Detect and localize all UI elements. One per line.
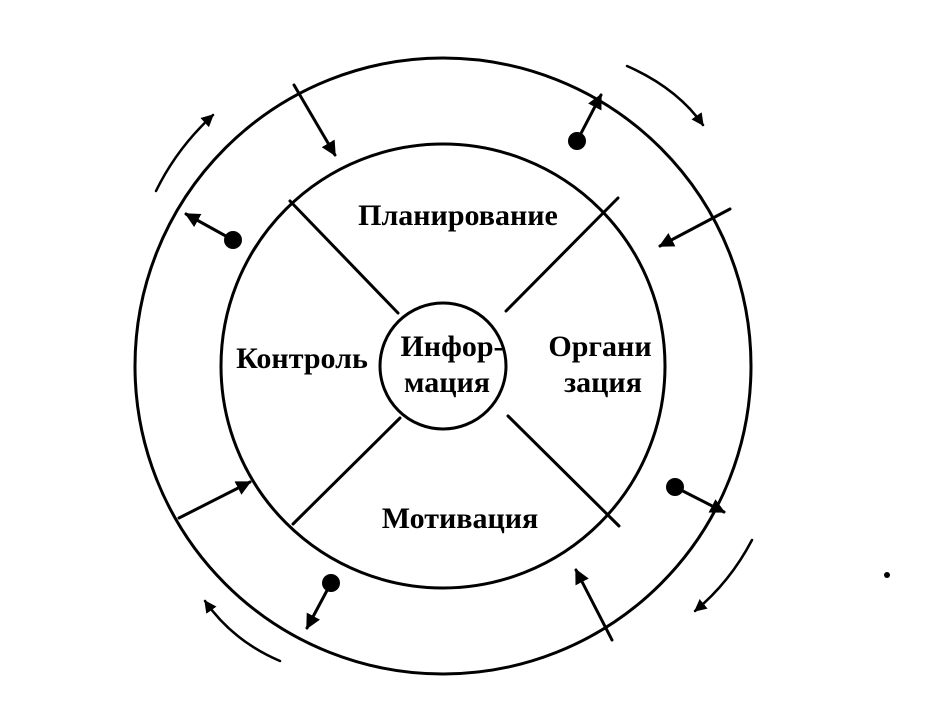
spoke-right	[658, 207, 732, 248]
spoke-bottom	[574, 568, 614, 642]
divider-top-left	[288, 199, 400, 315]
label-control: Контроль	[236, 342, 368, 375]
outer-ring	[133, 56, 753, 676]
label-information-line1: Инфор-	[400, 330, 503, 363]
rotation-arc-bottom-left	[203, 599, 282, 663]
rotation-arc-bottom-right	[693, 538, 754, 613]
stray-dot	[884, 572, 890, 578]
label-motivation: Мотивация	[382, 502, 539, 535]
divider-bottom-left	[291, 416, 402, 526]
inner-ring	[219, 142, 667, 590]
center-circle	[378, 301, 508, 431]
divider-top-right	[504, 196, 620, 313]
outward-arrow-bottom-right	[673, 485, 726, 514]
spoke-left	[177, 480, 252, 520]
label-organization-line2: зация	[564, 366, 642, 399]
rotation-arc-top-right	[625, 64, 705, 127]
label-organization-line1: Органи	[548, 330, 651, 363]
outward-dot-top-right	[568, 132, 586, 150]
outward-dot-bottom-left	[322, 574, 340, 592]
spoke-top	[292, 83, 337, 157]
label-planning: Планирование	[358, 199, 558, 232]
divider-bottom-right	[506, 414, 621, 528]
outward-dot-left	[224, 231, 242, 249]
label-information-line2: мация	[404, 366, 490, 399]
outward-dot-bottom-right	[666, 478, 684, 496]
rotation-arc-top-left	[154, 113, 215, 193]
